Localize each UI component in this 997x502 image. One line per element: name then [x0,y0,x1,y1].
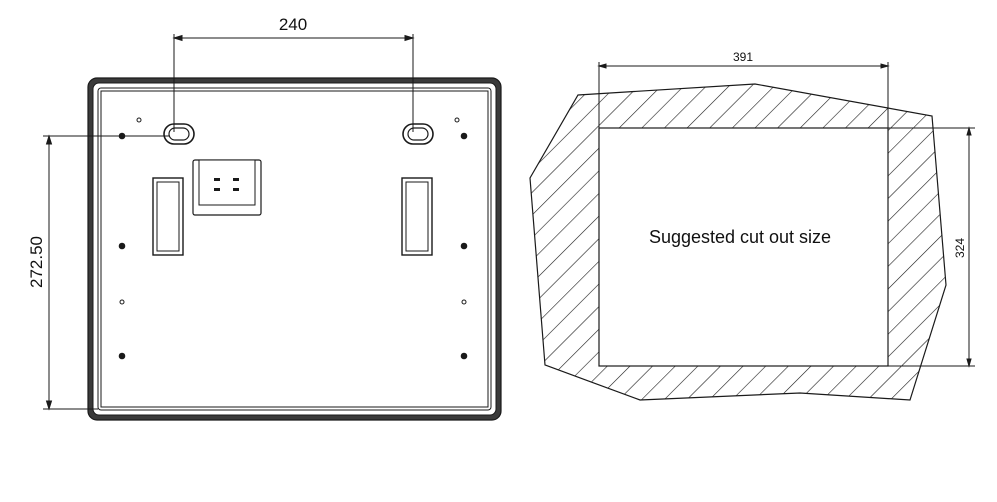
cutout-view: Suggested cut out size 391 324 [529,50,975,401]
dim-label-240: 240 [279,15,307,34]
dimension-mount-spacing [172,34,415,132]
dimension-cutout-height [888,126,975,368]
vent-slot-right [401,177,433,256]
screw-hole [119,299,125,305]
dim-label-391: 391 [733,50,753,64]
cutout-opening [598,127,889,367]
screw-hole [461,299,467,305]
dimension-vertical [43,134,170,411]
rear-view: 240 272.50 [27,15,502,421]
cutout-caption: Suggested cut out size [649,227,831,247]
vent-slot-left [152,177,184,256]
screw-hole [454,117,460,123]
screw-hole [460,242,468,250]
dimension-cutout-width [597,62,890,128]
dim-label-324: 324 [953,238,967,258]
mounting-slot-right [402,123,434,145]
power-socket [192,159,262,216]
screw-hole [118,352,126,360]
screw-hole [118,242,126,250]
dim-label-272-50: 272.50 [27,236,46,288]
mounting-slot-left [163,123,195,145]
screw-hole [460,132,468,140]
screw-hole [460,352,468,360]
screw-hole [136,117,142,123]
